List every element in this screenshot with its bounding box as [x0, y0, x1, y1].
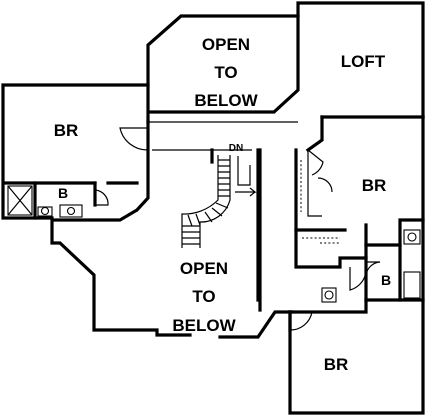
room-labels: OPEN TO BELOW LOFT BR B BR B DN OPEN TO …: [54, 35, 391, 374]
stair: [181, 148, 260, 302]
open-to-below-mid-line2: TO: [192, 287, 215, 306]
bedroom-left-label: BR: [54, 121, 79, 140]
bedroom-bottom-label: BR: [324, 355, 349, 374]
right-tub: [403, 271, 421, 299]
open-to-below-top-line1: OPEN: [202, 35, 250, 54]
closet-rods: [300, 160, 340, 244]
stair-treads: [182, 159, 230, 245]
open-to-below-top-line3: BELOW: [194, 91, 258, 110]
stair-dn-label: DN: [229, 143, 243, 154]
bath-left-label: B: [58, 185, 68, 201]
bedroom-right-label: BR: [362, 176, 387, 195]
bath-right-label: B: [381, 272, 391, 288]
open-to-below-mid-line3: BELOW: [172, 316, 236, 335]
open-to-below-top-line2: TO: [214, 63, 237, 82]
fixtures: [7, 185, 421, 303]
open-to-below-mid-line1: OPEN: [180, 259, 228, 278]
interior-walls: [3, 121, 425, 314]
doors: [94, 127, 381, 331]
loft-label: LOFT: [341, 52, 386, 71]
